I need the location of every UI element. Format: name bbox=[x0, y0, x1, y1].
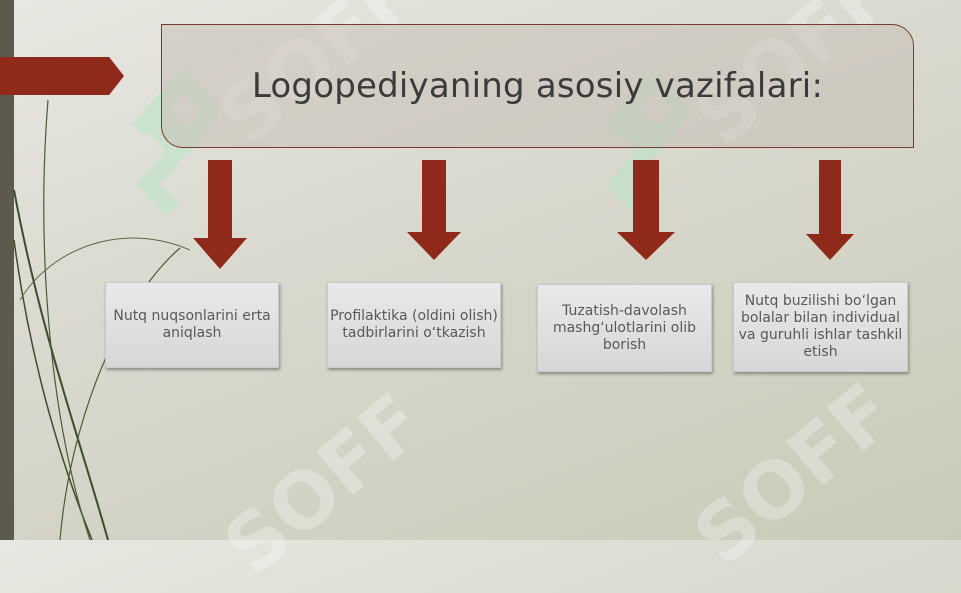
watermark-text: SOFF bbox=[207, 376, 442, 593]
down-arrow-icon bbox=[407, 160, 461, 260]
page-title: Logopediyaning asosiy vazifalari: bbox=[251, 66, 824, 106]
down-arrow-icon bbox=[806, 160, 854, 260]
down-arrow-icon bbox=[193, 160, 247, 269]
left-sidebar-bar bbox=[0, 0, 14, 540]
decorative-swoosh-lines bbox=[13, 99, 191, 540]
task-box-early-detection: Nutq nuqsonlarini erta aniqlash bbox=[105, 282, 279, 368]
watermark-text: SOFF bbox=[677, 366, 912, 584]
down-arrow-icon bbox=[617, 160, 675, 260]
title-box: Logopediyaning asosiy vazifalari: bbox=[161, 24, 914, 148]
task-box-individual-group-work: Nutq buzilishi bo‘lgan bolalar bilan ind… bbox=[733, 282, 908, 372]
task-box-correction: Tuzatish-davolash mashg‘ulotlarini olib … bbox=[537, 284, 712, 372]
left-accent-tab bbox=[0, 57, 124, 95]
task-box-prevention: Profilaktika (oldini olish) tadbirlarini… bbox=[327, 282, 501, 368]
